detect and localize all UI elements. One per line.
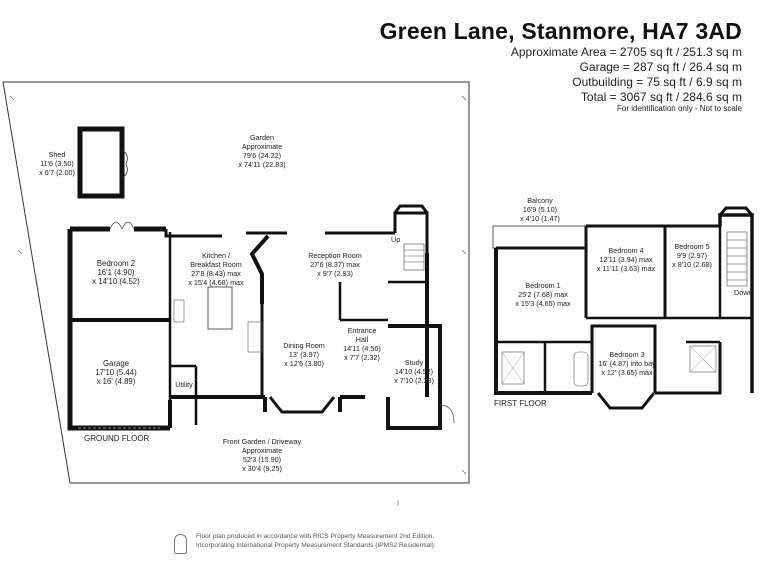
shed-dim2: x 6'7 (2.00) [39, 168, 75, 177]
utility-label: Utility [175, 380, 193, 389]
reception-name: Reception Room [308, 251, 362, 260]
dining-bay [268, 396, 336, 414]
frontgarden-approx: Approximate [242, 446, 282, 455]
hall-dim2: x 7'7 (2.32) [344, 353, 380, 362]
frontgarden-name: Front Garden / Driveway [223, 437, 302, 446]
ground-floor-walls [67, 211, 442, 431]
kitchen-dim2: x 15'4 (4.68) max [188, 278, 244, 287]
frontgarden-dim1: 52'3 (15.90) [243, 455, 281, 464]
bedroom1-dim2: x 15'3 (4.65) max [515, 299, 571, 308]
shower-2 [689, 345, 717, 373]
footer-line-2: Incorporating International Property Mea… [196, 542, 436, 549]
bedroom2-dim2: x 14'10 (4.52) [92, 277, 140, 286]
stairs-down-label: Down [734, 288, 752, 297]
balcony-name: Balcony [527, 196, 553, 205]
garage-name: Garage [103, 359, 129, 368]
garden-approx: Approximate [242, 142, 282, 151]
bedroom2-dim1: 16'1 (4.90) [97, 268, 134, 277]
rics-logo-icon [174, 534, 187, 554]
bedroom1-dim1: 25'2 (7.68) max [518, 290, 568, 299]
area-outbuilding: Outbuilding = 75 sq ft / 6.9 sq m [572, 75, 742, 89]
dining-name: Dining Room [283, 341, 325, 350]
footer-note: Floor plan produced in accordance with R… [196, 532, 436, 550]
bedroom4-dim1: 12'11 (3.94) max [599, 255, 653, 264]
stairs-up-label: Up [391, 235, 400, 244]
study-dim2: x 7'10 (2.38) [394, 376, 434, 385]
bedroom1-name: Bedroom 1 [525, 281, 560, 290]
dining-dim1: 13' (3.97) [289, 350, 319, 359]
hall-dim1: 14'11 (4.56) [343, 344, 381, 353]
kitchen-island [207, 286, 233, 330]
garage-dim2: x 16' (4.89) [97, 377, 136, 386]
bedroom4-dim2: x 11'11 (3.63) max [597, 264, 656, 273]
garden-name: Garden [250, 133, 274, 142]
balcony-dim2: x 4'10 (1.47) [520, 214, 560, 223]
bedroom4-name: Bedroom 4 [608, 246, 643, 255]
bedroom3-dim1: 16' (4.87) into bay [598, 359, 656, 368]
landing-bay [718, 206, 754, 216]
ground-stairs [403, 243, 425, 271]
dining-dim2: x 12'6 (3.80) [284, 359, 324, 368]
hall-name1: Entrance [348, 326, 377, 335]
garden-dim2: x 74'11 (22.83) [238, 160, 285, 169]
reception-dim1: 27'6 (8.37) max [310, 260, 360, 269]
bedroom5-name: Bedroom 5 [674, 242, 709, 251]
bedroom5-dim1: 9'9 (2.97) [677, 251, 707, 260]
shed-dim1: 11'6 (3.50) [40, 159, 74, 168]
garden-dim1: 79'6 (24.22) [243, 151, 281, 160]
study-name: Study [405, 358, 424, 367]
frontgarden-dim2: x 30'4 (9.25) [242, 464, 282, 473]
balcony-dim1: 16'9 (5.10) [523, 205, 557, 214]
footer-line-1: Floor plan produced in accordance with R… [196, 533, 435, 540]
hall-name2: Hall [356, 335, 369, 344]
area-garage: Garage = 287 sq ft / 26.4 sq m [579, 60, 742, 74]
bedroom2-name: Bedroom 2 [97, 259, 135, 268]
property-title: Green Lane, Stanmore, HA7 3AD [379, 18, 742, 44]
kitchen-name2: Breakfast Room [190, 260, 242, 269]
reception-bay [393, 204, 429, 214]
reception-dim2: x 9'7 (2.93) [317, 269, 353, 278]
bedroom3-dim2: x 12' (3.65) max [601, 368, 653, 377]
bedroom3-name: Bedroom 3 [609, 350, 644, 359]
garage-dim1: 17'10 (5.44) [95, 368, 137, 377]
area-total: Total = 3067 sq ft / 284.6 sq m [580, 90, 742, 104]
bedroom3-bay [596, 392, 656, 410]
kitchen-name1: Kitchen / [202, 251, 230, 260]
first-floor-label: FIRST FLOOR [494, 399, 547, 408]
shed-outline [77, 126, 125, 199]
bath [573, 351, 589, 387]
ground-floor-label: GROUND FLOOR [84, 434, 150, 443]
plot-boundary [2, 81, 470, 484]
kitchen-dim1: 27'8 (8.43) max [191, 269, 241, 278]
first-stairs [726, 231, 748, 287]
study-dim1: 14'10 (4.52) [395, 367, 433, 376]
utility-name: Utility [175, 380, 193, 389]
shed-name: Shed [49, 150, 66, 159]
first-floor-walls [492, 213, 754, 395]
area-approx: Approximate Area = 2705 sq ft / 251.3 sq… [510, 45, 742, 59]
bedroom5-dim2: x 8'10 (2.68) [672, 260, 712, 269]
shower-1 [501, 351, 525, 385]
scale-note: For identification only - Not to scale [617, 104, 742, 113]
